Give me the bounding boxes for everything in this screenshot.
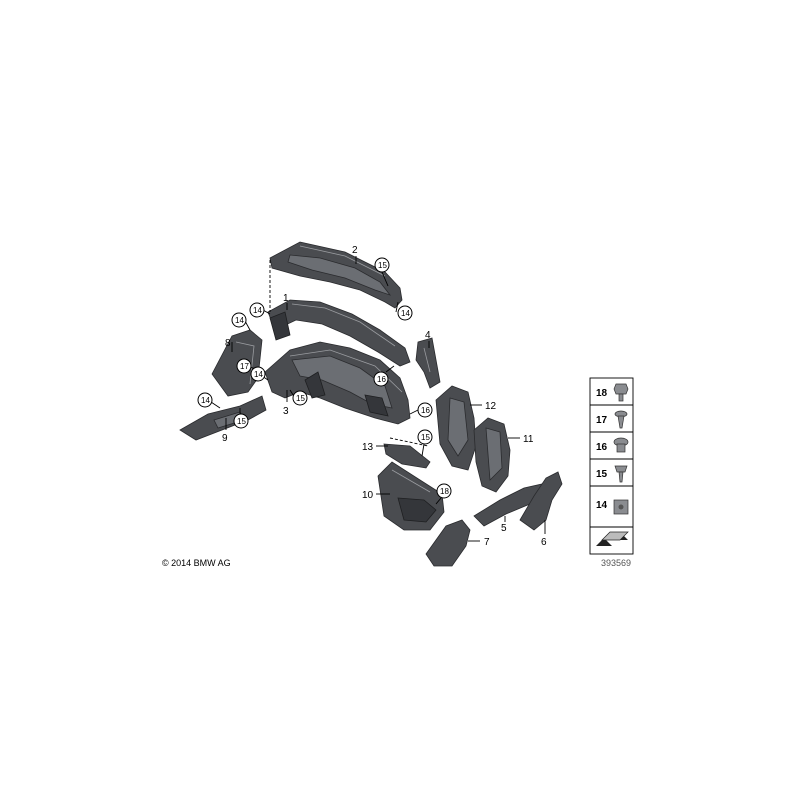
screw-17-icon — [614, 410, 628, 429]
svg-text:16: 16 — [377, 375, 386, 384]
part-10-shape — [377, 461, 445, 531]
part-12-label: 12 — [485, 401, 497, 412]
part-5-label: 5 — [501, 523, 507, 534]
part-label-10: 10 — [362, 490, 390, 501]
bolt-18-icon — [613, 383, 629, 402]
svg-text:14: 14 — [235, 316, 244, 325]
svg-text:15: 15 — [596, 469, 608, 480]
callout-17-left: 17 — [236, 358, 259, 374]
callout-15-mid: 15 — [289, 389, 308, 406]
callout-15-left: 15 — [233, 408, 249, 429]
part-8-shape — [211, 329, 263, 397]
callout-16-right: 16 — [409, 402, 433, 418]
svg-text:15: 15 — [421, 433, 430, 442]
svg-text:14: 14 — [596, 500, 608, 511]
svg-text:14: 14 — [401, 309, 410, 318]
part-10-label: 10 — [362, 490, 374, 501]
legend-row-15: 15 — [596, 465, 628, 483]
part-4-shape — [415, 337, 441, 389]
part-label-9: 9 — [222, 418, 228, 444]
part-11-label: 11 — [523, 434, 534, 445]
part-11-shape — [473, 417, 511, 493]
copyright-text: © 2014 BMW AG — [162, 558, 231, 568]
part-8-label: 8 — [225, 338, 231, 349]
part-label-7: 7 — [468, 537, 490, 548]
callout-15-right: 15 — [417, 429, 433, 457]
arrow-direction-icon — [596, 531, 629, 546]
callout-14-left3: 14 — [250, 366, 269, 382]
clip-nut-14-icon — [613, 499, 629, 515]
part-label-6: 6 — [541, 520, 547, 548]
svg-text:16: 16 — [596, 442, 608, 453]
svg-text:15: 15 — [378, 261, 387, 270]
fastener-legend: 18 17 16 15 — [589, 377, 634, 555]
callout-14-top-right: 14 — [395, 301, 413, 321]
part-9-label: 9 — [222, 433, 228, 444]
callout-18-mid: 18 — [435, 483, 452, 505]
svg-text:17: 17 — [240, 362, 249, 371]
part-label-2: 2 — [352, 245, 358, 264]
dashed-leaders — [269, 260, 429, 447]
screw-15-icon — [614, 465, 628, 483]
diagram-number: 393569 — [601, 558, 631, 568]
svg-text:14: 14 — [201, 396, 210, 405]
part-1-shape — [267, 299, 411, 367]
nut-16-icon — [613, 437, 629, 453]
part-label-8: 8 — [225, 338, 233, 352]
callout-14-left2: 14 — [231, 312, 251, 331]
part-label-3: 3 — [283, 390, 289, 417]
part-2-shape — [269, 241, 403, 309]
legend-row-16: 16 — [596, 437, 629, 453]
svg-text:14: 14 — [253, 306, 262, 315]
part-12-shape — [435, 385, 477, 471]
part-label-5: 5 — [501, 516, 507, 534]
svg-text:14: 14 — [254, 370, 263, 379]
part-6-label: 6 — [541, 537, 547, 548]
svg-text:15: 15 — [296, 394, 305, 403]
part-label-1: 1 — [283, 293, 289, 310]
svg-text:15: 15 — [237, 417, 246, 426]
callout-16-mid: 16 — [373, 365, 395, 387]
part-6-shape — [519, 471, 563, 531]
part-label-12: 12 — [470, 401, 497, 412]
part-4-label: 4 — [425, 330, 431, 341]
part-2-label: 2 — [352, 245, 358, 256]
callout-14-left1: 14 — [249, 302, 271, 318]
svg-text:16: 16 — [421, 406, 430, 415]
svg-text:17: 17 — [596, 415, 608, 426]
legend-row-14: 14 — [596, 499, 629, 515]
svg-text:18: 18 — [596, 388, 608, 399]
part-7-label: 7 — [484, 537, 490, 548]
part-label-4: 4 — [425, 330, 431, 348]
part-13-shape — [383, 443, 431, 469]
part-label-11: 11 — [508, 434, 534, 445]
svg-text:18: 18 — [440, 487, 449, 496]
callout-14-left4: 14 — [197, 392, 221, 409]
callout-15-top: 15 — [374, 257, 390, 287]
part-label-13: 13 — [362, 442, 388, 453]
part-1-label: 1 — [283, 293, 289, 304]
legend-row-17: 17 — [596, 410, 628, 429]
part-7-shape — [425, 519, 471, 567]
part-3-shape — [264, 341, 411, 425]
part-3-label: 3 — [283, 406, 289, 417]
legend-row-18: 18 — [596, 383, 629, 402]
part-13-label: 13 — [362, 442, 374, 453]
